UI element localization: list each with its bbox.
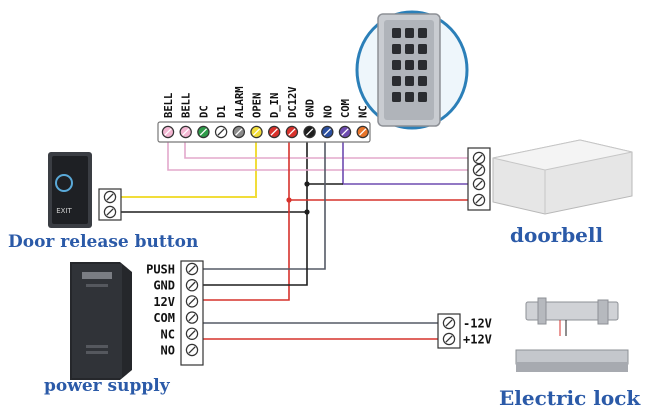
keypad-terminal-screw-slot xyxy=(323,128,331,136)
psu-terminal-screw-slot xyxy=(188,346,196,354)
wire-gnd-door-black xyxy=(120,141,308,213)
keypad-key xyxy=(392,28,401,38)
keypad-terminal-screw-slot xyxy=(217,128,225,136)
keypad-key xyxy=(418,60,427,70)
psu-terminal-label: PUSH xyxy=(146,263,175,277)
psu-terminal-label: NC xyxy=(161,327,175,341)
keypad-terminal-label: NC xyxy=(358,105,370,118)
keypad-terminal-label: GND xyxy=(305,99,317,118)
psu-terminal-screw-slot xyxy=(188,297,196,306)
keypad-terminal-strip: BELL BELL DC D1 ALARM OPEN D_IN DC12V GND NO COM NC xyxy=(157,86,371,143)
wire-open-yellow xyxy=(120,141,257,198)
psu-terminal-label: 12V xyxy=(153,295,175,309)
keypad-icon xyxy=(355,10,469,130)
exit-button-icon: EXIT xyxy=(48,152,92,228)
keypad-key xyxy=(392,60,401,70)
doorbell-terminal-screw-slot xyxy=(475,154,483,162)
psu-terminal-screw-slot xyxy=(188,281,196,289)
keypad-key xyxy=(418,44,427,54)
keypad-terminal-label: BELL xyxy=(181,93,193,118)
electric-lock-label: Electric lock xyxy=(499,386,641,410)
keypad-key xyxy=(418,76,427,86)
keypad-key xyxy=(392,76,401,86)
doorbell-terminal-screw-slot xyxy=(475,196,483,204)
psu-terminal-screw-slot xyxy=(188,265,196,273)
psu-terminal-screw-slot xyxy=(188,313,196,322)
magnetic-lock-icon xyxy=(515,349,629,372)
wire-bell2-pink xyxy=(184,141,470,159)
doorbell-terminals xyxy=(467,147,491,211)
keypad-terminal-label: DC xyxy=(198,105,210,118)
strike-lock-icon xyxy=(525,297,619,336)
wire-12v-red xyxy=(198,141,290,301)
keypad-terminal-label: OPEN xyxy=(252,93,264,118)
keypad-terminal-label: COM xyxy=(340,99,352,118)
door-terminal-screw-slot xyxy=(106,208,114,216)
keypad-terminal-label: DC12V xyxy=(287,86,299,118)
psu-terminal-label: NO xyxy=(161,344,175,358)
keypad-terminal-screw-slot xyxy=(235,128,243,136)
wires xyxy=(120,141,470,340)
wire-no-gray xyxy=(198,141,326,270)
wire-gnd-psu-black xyxy=(198,212,308,286)
keypad-key xyxy=(405,44,414,54)
power-supply-terminals: PUSH GND 12V COM NC NO xyxy=(146,260,204,366)
keypad-key xyxy=(405,60,414,70)
power-supply-icon xyxy=(70,262,132,380)
keypad-terminal-screw-slot xyxy=(182,128,190,136)
psu-terminal-screw-slot xyxy=(188,330,196,338)
keypad-key xyxy=(418,28,427,38)
keypad-terminal-screw-slot xyxy=(341,128,349,136)
keypad-terminal-screw-slot xyxy=(199,128,208,136)
keypad-key xyxy=(392,44,401,54)
keypad-terminal-label: ALARM xyxy=(234,86,246,118)
lock-terminals: -12V +12V xyxy=(437,313,492,349)
keypad-terminal-label: BELL xyxy=(163,93,175,118)
psu-terminal-label: COM xyxy=(153,311,175,325)
keypad-terminal-screw-slot xyxy=(359,128,367,136)
keypad-terminal-label: D1 xyxy=(216,105,228,118)
keypad-terminal-label: NO xyxy=(322,105,334,118)
door-button-terminals xyxy=(98,188,122,221)
lock-terminal-label: -12V xyxy=(463,317,492,331)
keypad-key xyxy=(418,92,427,102)
keypad-terminal-screw-slot xyxy=(252,128,261,136)
keypad-terminal-screw-slot xyxy=(270,128,278,136)
doorbell-label: doorbell xyxy=(510,223,604,247)
wire-com-purple xyxy=(342,141,470,185)
lock-terminal-screw-slot xyxy=(445,319,453,327)
lock-terminal-label: +12V xyxy=(463,333,492,347)
lock-terminal-screw-slot xyxy=(445,335,453,343)
keypad-key xyxy=(392,92,401,102)
doorbell-terminal-screw-slot xyxy=(475,180,483,188)
exit-text: EXIT xyxy=(56,207,72,215)
wire-bell1-pink xyxy=(167,141,470,171)
power-supply-label: power supply xyxy=(44,376,170,396)
keypad-key xyxy=(405,76,414,86)
keypad-terminal-screw-slot xyxy=(305,128,314,136)
keypad-terminal-label: D_IN xyxy=(269,93,281,118)
doorbell-icon xyxy=(492,139,633,215)
keypad-key xyxy=(405,28,414,38)
keypad-terminal-screw-slot xyxy=(164,128,172,136)
keypad-key xyxy=(405,92,414,102)
doorbell-terminal-screw-slot xyxy=(475,166,483,174)
door-terminal-screw-slot xyxy=(106,193,114,201)
door-release-button-label: Door release button xyxy=(8,232,199,252)
psu-terminal-label: GND xyxy=(153,279,175,293)
keypad-terminal-screw-slot xyxy=(288,128,296,136)
